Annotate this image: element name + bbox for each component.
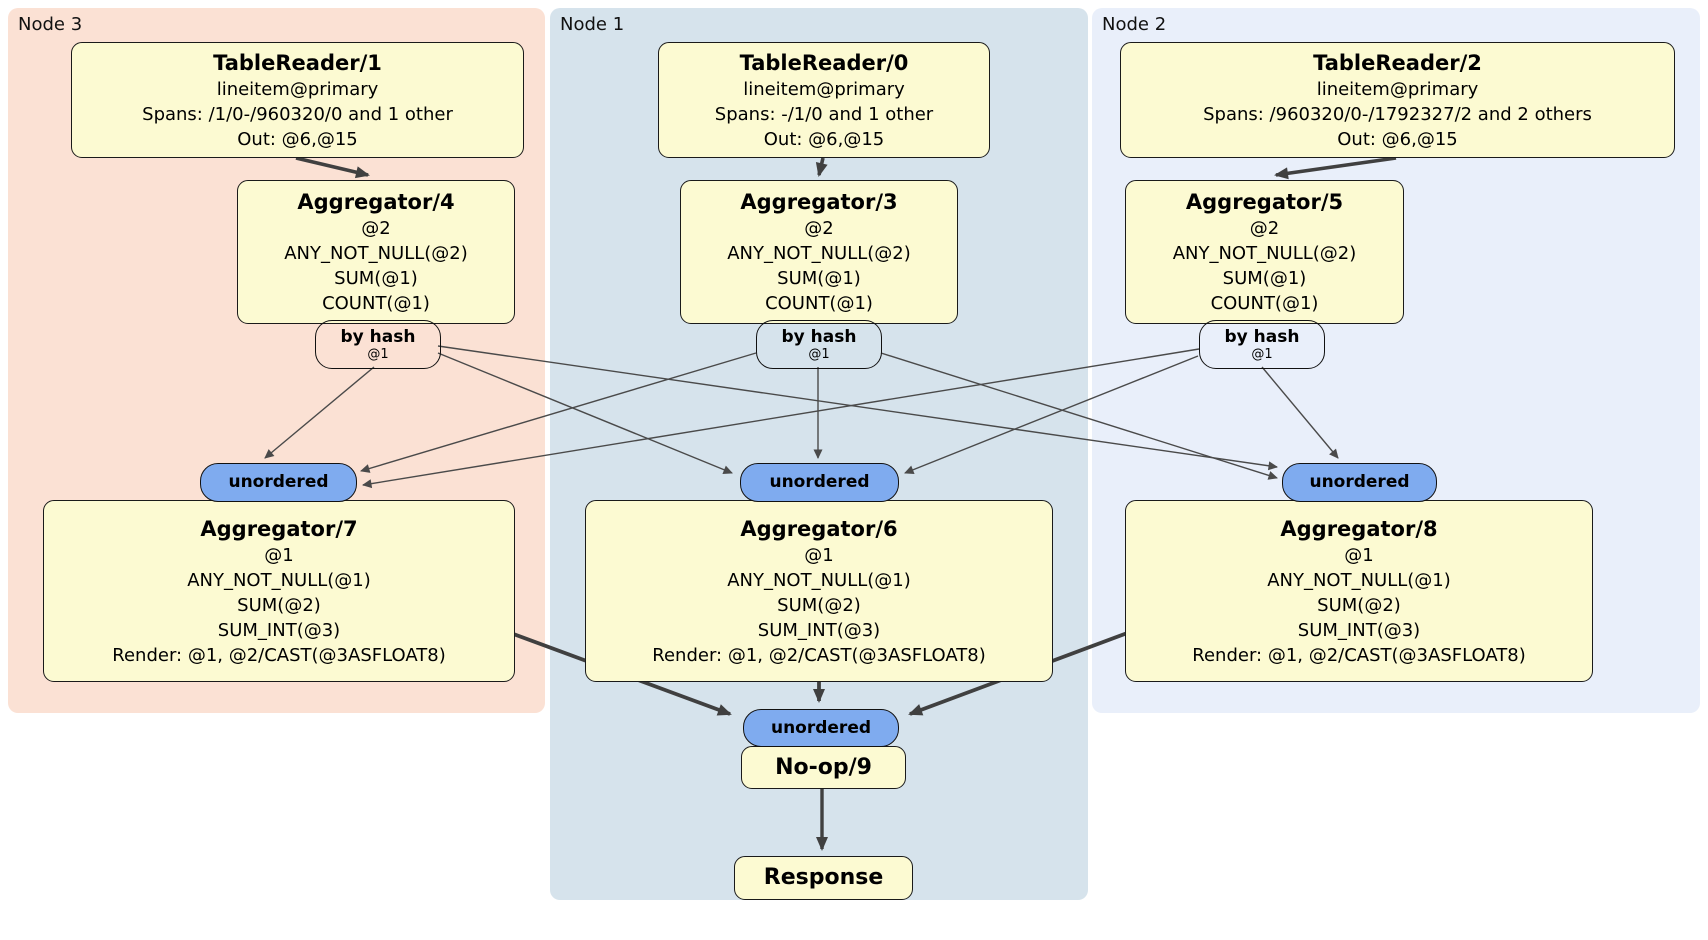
node-line: ANY_NOT_NULL(@1) — [1267, 569, 1451, 591]
edge-tablereader2-to-aggregator5 — [1274, 156, 1397, 180]
node-line: @2 — [1249, 218, 1280, 239]
edge-hash4-to-unordered7 — [264, 366, 375, 459]
node-response: Response — [734, 856, 913, 900]
sync-unordered-label: unordered — [228, 472, 329, 492]
node-line: SUM(@1) — [777, 268, 861, 289]
router-by-hash-5: by hash @1 — [1199, 320, 1325, 369]
node-title: Aggregator/8 — [1280, 516, 1438, 541]
node-title: Response — [763, 865, 884, 890]
edge-hash3-to-unordered8 — [880, 352, 1278, 480]
node-aggregator6: Aggregator/6 @1 ANY_NOT_NULL(@1) SUM(@2)… — [585, 500, 1053, 682]
node-line: ANY_NOT_NULL(@2) — [284, 243, 468, 264]
node-line: @2 — [361, 218, 391, 239]
node-tablereader1: TableReader/1 lineitem@primary Spans: /1… — [71, 42, 524, 158]
node-title: No-op/9 — [775, 754, 872, 780]
sync-unordered-6: unordered — [740, 463, 899, 502]
edge-tablereader1-to-aggregator4 — [295, 156, 370, 179]
node1-panel-label: Node 1 — [560, 14, 625, 35]
node2-panel-label: Node 2 — [1102, 14, 1167, 35]
node-line: SUM(@1) — [1222, 268, 1307, 289]
router-by-hash-3: by hash @1 — [756, 320, 882, 369]
node-line: SUM_INT(@3) — [217, 619, 341, 641]
node-line: COUNT(@1) — [322, 293, 430, 314]
node-line: ANY_NOT_NULL(@1) — [187, 569, 371, 591]
sync-unordered-final: unordered — [743, 709, 899, 747]
node3-panel-label: Node 3 — [18, 14, 83, 35]
sync-unordered-label: unordered — [770, 717, 872, 738]
node-line: Out: @6,@15 — [1337, 128, 1458, 150]
node-line: Spans: /960320/0-/1792327/2 and 2 others — [1203, 103, 1592, 125]
router-by-hash-detail: @1 — [808, 347, 830, 362]
node-line: lineitem@primary — [743, 78, 905, 100]
node-aggregator5: Aggregator/5 @2 ANY_NOT_NULL(@2) SUM(@1)… — [1125, 180, 1404, 324]
node-line: Render: @1, @2/CAST(@3ASFLOAT8) — [1192, 644, 1526, 666]
router-by-hash-detail: @1 — [367, 347, 389, 362]
node-line: Spans: -/1/0 and 1 other — [714, 103, 934, 125]
node-tablereader2: TableReader/2 lineitem@primary Spans: /9… — [1120, 42, 1675, 158]
node-line: COUNT(@1) — [765, 293, 873, 314]
sync-unordered-label: unordered — [769, 472, 870, 492]
node-line: Render: @1, @2/CAST(@3ASFLOAT8) — [112, 644, 446, 666]
node-line: SUM_INT(@3) — [1297, 619, 1421, 641]
node-line: lineitem@primary — [216, 78, 379, 100]
edge-hash5-to-unordered8 — [1261, 366, 1339, 459]
node-title: Aggregator/4 — [297, 190, 455, 214]
node-line: SUM(@2) — [237, 594, 321, 616]
node-line: SUM(@2) — [1317, 594, 1401, 616]
node-line: @1 — [1344, 544, 1374, 566]
node-title: TableReader/1 — [213, 50, 382, 75]
edge-tablereader0-to-aggregator3 — [815, 157, 828, 177]
node-line: Spans: /1/0-/960320/0 and 1 other — [142, 103, 453, 125]
node-aggregator4: Aggregator/4 @2 ANY_NOT_NULL(@2) SUM(@1)… — [237, 180, 515, 324]
node-line: Render: @1, @2/CAST(@3ASFLOAT8) — [652, 644, 986, 666]
node-line: ANY_NOT_NULL(@1) — [727, 569, 911, 591]
edge-hash5-to-unordered7 — [362, 348, 1200, 489]
node-title: TableReader/0 — [739, 50, 909, 75]
sync-unordered-7: unordered — [200, 463, 357, 502]
node-line: lineitem@primary — [1316, 78, 1479, 100]
node-title: Aggregator/7 — [200, 516, 358, 541]
node-line: SUM_INT(@3) — [757, 619, 881, 641]
node-line: @2 — [804, 218, 834, 239]
node-line: SUM(@2) — [777, 594, 861, 616]
router-by-hash-4: by hash @1 — [315, 320, 441, 369]
node-aggregator8: Aggregator/8 @1 ANY_NOT_NULL(@1) SUM(@2)… — [1125, 500, 1593, 682]
node-title: Aggregator/5 — [1185, 190, 1344, 214]
edge-hash5-to-unordered6 — [904, 355, 1199, 475]
node-line: @1 — [264, 544, 294, 566]
node-line: ANY_NOT_NULL(@2) — [1172, 243, 1357, 264]
node-line: ANY_NOT_NULL(@2) — [727, 243, 911, 264]
router-by-hash-label: by hash — [1224, 327, 1300, 347]
node-title: Aggregator/6 — [740, 516, 898, 541]
router-by-hash-label: by hash — [340, 327, 416, 347]
node-title: Aggregator/3 — [740, 190, 898, 214]
node-aggregator3: Aggregator/3 @2 ANY_NOT_NULL(@2) SUM(@1)… — [680, 180, 958, 324]
sync-unordered-label: unordered — [1309, 472, 1410, 492]
router-by-hash-detail: @1 — [1251, 347, 1273, 362]
node-line: COUNT(@1) — [1210, 293, 1319, 314]
edge-hash4-to-unordered6 — [437, 352, 733, 474]
node-noop: No-op/9 — [741, 746, 906, 789]
node-line: Out: @6,@15 — [237, 128, 358, 150]
node-line: SUM(@1) — [334, 268, 418, 289]
edge-hash4-to-unordered8 — [437, 345, 1278, 471]
node-title: TableReader/2 — [1313, 50, 1482, 75]
router-by-hash-label: by hash — [781, 327, 857, 347]
edge-hash3-to-unordered7 — [360, 352, 757, 473]
node-tablereader0: TableReader/0 lineitem@primary Spans: -/… — [658, 42, 990, 158]
node-line: Out: @6,@15 — [763, 128, 885, 150]
sync-unordered-8: unordered — [1282, 463, 1437, 502]
node-line: @1 — [804, 544, 834, 566]
node-aggregator7: Aggregator/7 @1 ANY_NOT_NULL(@1) SUM(@2)… — [43, 500, 515, 682]
